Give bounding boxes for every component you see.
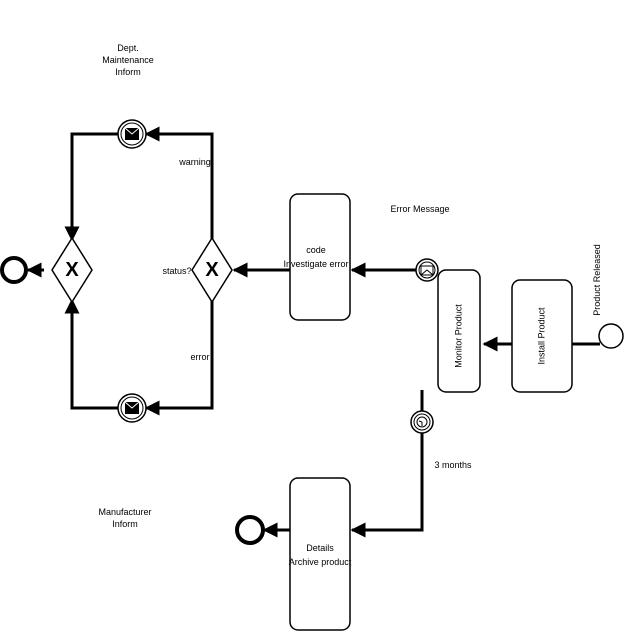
- flow-status-error: [144, 298, 214, 416]
- start-event: Product Released: [592, 244, 624, 349]
- flow-maintenance-to-merge: [64, 132, 118, 242]
- boundary-message-event: Error Message: [390, 204, 450, 282]
- gateway-merge-x-icon: X: [65, 259, 79, 281]
- flow-warning-label: warning: [178, 157, 211, 167]
- maintenance-label-3: Dept.: [117, 43, 139, 53]
- envelope-filled-icon: [124, 401, 140, 414]
- event-inform-maintenance: Inform Maintenance Dept.: [102, 43, 154, 149]
- task-install-product: Install Product: [511, 279, 573, 393]
- gateway-status-label: status?: [162, 266, 191, 276]
- gateway-status-x-icon: X: [205, 259, 219, 281]
- maintenance-label-1: Inform: [115, 67, 141, 77]
- flow-timer-to-archive: [350, 390, 424, 538]
- clock-icon: [416, 416, 428, 428]
- end-event-main: [0, 256, 28, 284]
- boundary-message-label: Error Message: [390, 204, 449, 214]
- task-archive-product: Archive product Details: [289, 477, 352, 631]
- task-archive-label-1: Archive product: [289, 557, 352, 567]
- task-investigate-label-1: Investigate error: [283, 259, 348, 269]
- task-investigate-label-2: code: [306, 245, 326, 255]
- diagram-content: Product Released Install Product Monitor…: [0, 43, 624, 631]
- gateway-merge: X: [51, 236, 93, 304]
- task-install-label: Install Product: [536, 307, 546, 365]
- sequence-flows: [26, 126, 600, 538]
- gateway-status: X status?: [162, 236, 233, 304]
- event-inform-manufacturer: Inform Manufacturer: [98, 393, 152, 529]
- start-event-label: Product Released: [592, 244, 602, 316]
- task-archive-label-2: Details: [306, 543, 334, 553]
- boundary-timer-label: 3 months: [434, 460, 472, 470]
- maintenance-label-2: Maintenance: [102, 55, 154, 65]
- boundary-timer-event: 3 months: [410, 410, 472, 470]
- manufacturer-label-2: Manufacturer: [98, 507, 151, 517]
- task-monitor-product: Monitor Product: [437, 269, 481, 393]
- flow-status-warning: [144, 126, 214, 242]
- manufacturer-label-1: Inform: [112, 519, 138, 529]
- envelope-filled-icon: [124, 127, 140, 140]
- end-event-archive: [235, 515, 265, 545]
- task-monitor-label: Monitor Product: [453, 304, 463, 368]
- envelope-icon: [420, 265, 434, 276]
- flow-error-label: error: [190, 352, 209, 362]
- flow-manufacturer-to-merge: [64, 298, 118, 410]
- task-investigate-error: Investigate error code: [283, 193, 351, 321]
